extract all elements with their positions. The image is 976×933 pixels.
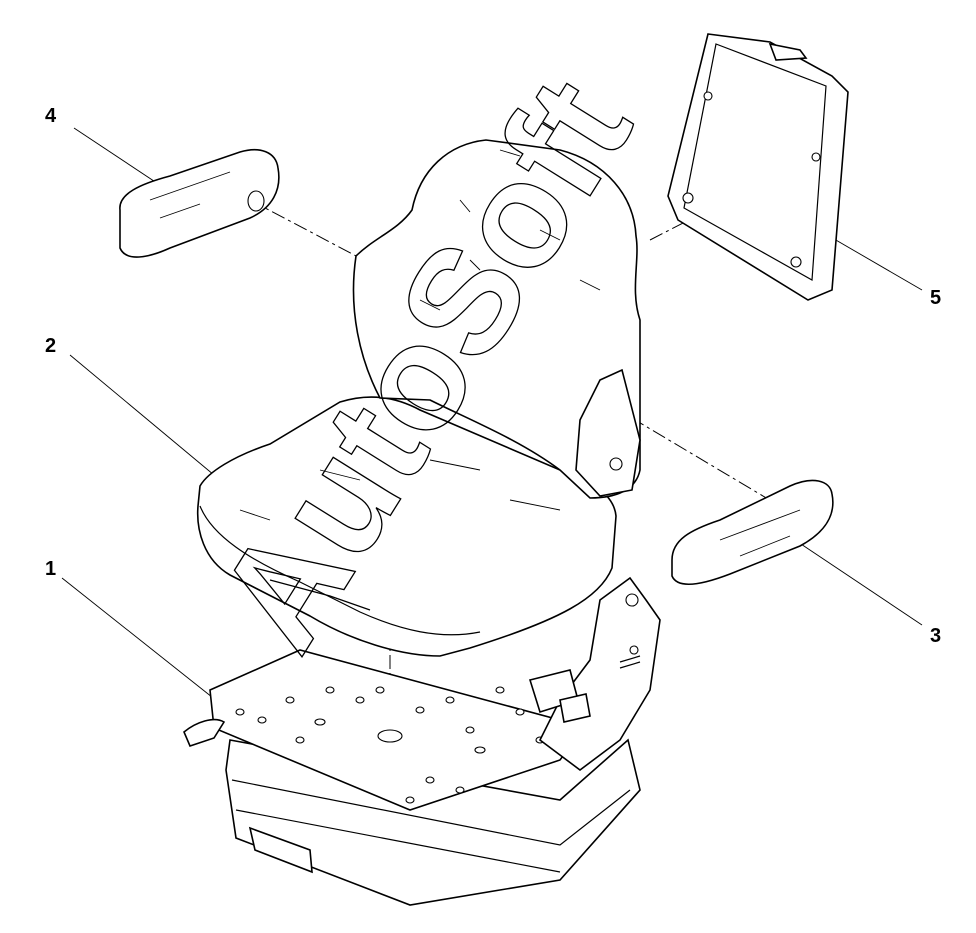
callout-4: 4 bbox=[45, 105, 57, 127]
backrest-panel bbox=[667, 33, 849, 301]
left-armrest bbox=[119, 148, 280, 258]
right-armrest bbox=[671, 479, 834, 586]
seat-backrest bbox=[352, 139, 641, 499]
callout-5: 5 bbox=[930, 287, 941, 309]
callout-labels: 4 2 1 3 5 bbox=[45, 105, 941, 647]
mounting-holes bbox=[235, 686, 545, 804]
seat-cushion bbox=[196, 396, 617, 657]
seat-belt-bracket bbox=[528, 576, 661, 771]
callout-1: 1 bbox=[45, 558, 56, 580]
callout-2: 2 bbox=[45, 335, 56, 357]
callout-3: 3 bbox=[930, 625, 941, 647]
seat-base bbox=[183, 649, 641, 906]
